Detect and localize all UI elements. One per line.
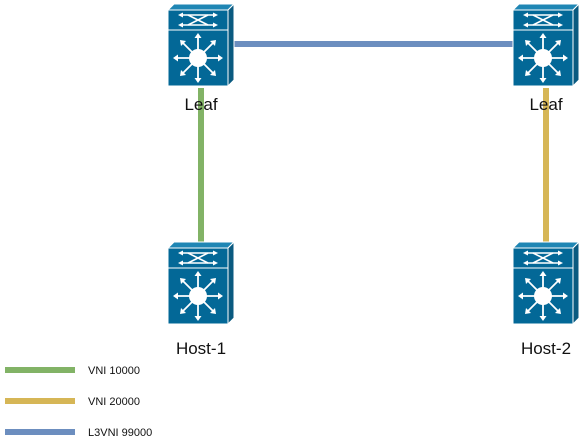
leaf-left-switch-icon[interactable] xyxy=(167,3,235,87)
leaf-right-label: Leaf xyxy=(529,95,562,114)
leaf-left-label: Leaf xyxy=(184,95,217,114)
legend: VNI 10000 VNI 20000 L3VNI 99000 xyxy=(5,365,152,439)
host-2-label: Host-2 xyxy=(521,339,571,358)
legend-label-vni-20000: VNI 20000 xyxy=(88,396,140,408)
host-1-switch-icon[interactable] xyxy=(167,241,235,325)
legend-label-vni-10000: VNI 10000 xyxy=(88,365,140,377)
host-2-switch-icon[interactable] xyxy=(512,241,579,325)
legend-label-l3vni-99000: L3VNI 99000 xyxy=(88,427,152,439)
host-1-label: Host-1 xyxy=(176,339,226,358)
leaf-right-switch-icon[interactable] xyxy=(512,3,579,87)
